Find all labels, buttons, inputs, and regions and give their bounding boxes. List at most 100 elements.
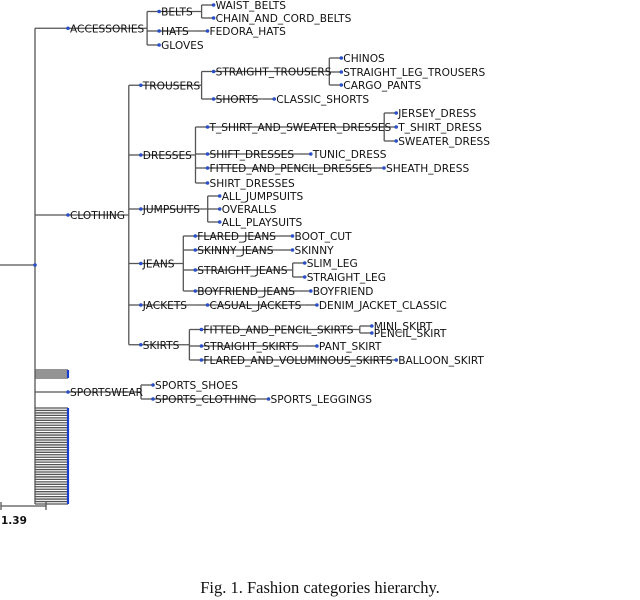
node-dot: [199, 327, 204, 332]
node-dot: [394, 125, 399, 129]
node-dot: [302, 275, 307, 279]
node-dot: [139, 342, 143, 347]
category-label: TUNIC_DRESS: [312, 149, 387, 161]
node-dot: [193, 248, 198, 252]
node-dot: [151, 383, 155, 387]
node-dot: [211, 16, 216, 20]
node-dot: [217, 220, 222, 224]
node-dot: [315, 303, 319, 307]
node-dot: [139, 303, 143, 307]
node-dot: [394, 111, 399, 115]
node-dot: [217, 207, 222, 211]
category-label: CHAIN_AND_CORD_BELTS: [216, 13, 352, 25]
node-dot: [193, 289, 198, 293]
node-dot: [290, 248, 295, 252]
node-dot: [370, 324, 374, 328]
category-label: SHORTS: [216, 94, 259, 106]
category-label: WAIST_BELTS: [216, 0, 287, 12]
node-dot: [205, 181, 210, 185]
node-dot: [33, 263, 37, 267]
node-dot: [211, 69, 216, 74]
category-label: CLASSIC_SHORTS: [276, 94, 369, 106]
category-label: BOYFRIEND: [313, 286, 374, 298]
node-dot: [199, 358, 204, 362]
category-label: T_SHIRT_AND_SWEATER_DRESSES: [209, 122, 392, 134]
category-label: JUMPSUITS: [142, 204, 200, 216]
category-label: ACCESSORIES: [70, 23, 145, 35]
node-dot: [157, 43, 161, 47]
node-dot: [272, 97, 277, 101]
node-dot: [66, 213, 70, 217]
category-label: JEANS: [142, 259, 175, 271]
node-dot: [394, 358, 399, 362]
node-dot: [266, 397, 271, 401]
category-label: SHEATH_DRESS: [386, 163, 469, 175]
node-dot: [151, 397, 155, 401]
node-dot: [309, 289, 313, 293]
node-dot: [339, 56, 344, 60]
figure-caption: Fig. 1. Fashion categories hierarchy.: [200, 578, 440, 597]
node-dot: [199, 344, 204, 348]
hierarchy-tree-diagram: WAIST_BELTSCHAIN_AND_CORD_BELTSBELTSFEDO…: [0, 0, 490, 527]
category-label: FITTED_AND_PENCIL_DRESSES: [210, 163, 373, 175]
category-label: JERSEY_DRESS: [397, 108, 476, 120]
category-label: TROUSERS: [142, 80, 201, 92]
node-dot: [193, 234, 198, 238]
node-dot: [205, 166, 210, 170]
category-label: SPORTS_CLOTHING: [155, 394, 257, 406]
node-dot: [205, 125, 210, 129]
node-dot: [394, 139, 399, 143]
category-label: ALL_PLAYSUITS: [222, 217, 303, 229]
tree-edges: [0, 4, 397, 505]
node-dot: [139, 207, 143, 211]
category-label: SWEATER_DRESS: [398, 136, 490, 148]
category-label: FLARED_JEANS: [197, 231, 276, 243]
category-label: FITTED_AND_PENCIL_SKIRTS: [203, 325, 353, 337]
category-label: STRAIGHT_LEG: [307, 272, 386, 284]
node-dot: [205, 303, 210, 307]
node-dot: [302, 261, 307, 265]
category-label: CHINOS: [343, 53, 385, 65]
node-dot: [315, 344, 319, 348]
category-label: SKIRTS: [143, 340, 180, 352]
node-dot: [290, 234, 295, 238]
node-dot: [139, 83, 143, 88]
category-label: BELTS: [161, 7, 193, 19]
node-dot: [309, 152, 313, 156]
category-label: BALLOON_SKIRT: [398, 355, 484, 367]
category-label: BOYFRIEND_JEANS: [197, 286, 295, 298]
category-label: STRAIGHT_JEANS: [197, 265, 287, 277]
category-label: HATS: [161, 26, 189, 38]
category-label: STRAIGHT_TROUSERS: [216, 67, 332, 79]
category-label: CLOTHING: [70, 210, 125, 222]
category-label: SPORTS_LEGGINGS: [271, 394, 373, 406]
category-label: CARGO_PANTS: [343, 80, 421, 92]
category-label: SPORTSWEAR: [70, 387, 144, 399]
category-label: BOOT_CUT: [295, 231, 353, 243]
node-dot: [339, 70, 344, 74]
category-label: SKINNY_JEANS: [197, 245, 273, 257]
category-label: T_SHIRT_DRESS: [397, 122, 482, 134]
scale-bar: 1.39: [0, 502, 47, 527]
category-label: STRAIGHT_SKIRTS: [203, 341, 298, 353]
category-label: PANT_SKIRT: [319, 341, 382, 353]
category-label: OVERALLS: [222, 204, 277, 216]
category-label: MINI_SKIRT: [374, 321, 433, 333]
category-label: ALL_JUMPSUITS: [222, 191, 304, 203]
node-dot: [217, 194, 222, 198]
node-dot: [157, 29, 161, 33]
node-dot: [370, 331, 374, 335]
category-label: SKINNY: [295, 245, 335, 257]
category-label: DRESSES: [143, 150, 192, 162]
node-dot: [211, 97, 216, 101]
node-dot: [205, 29, 210, 33]
node-dot: [382, 166, 386, 170]
category-label: SLIM_LEG: [307, 258, 358, 270]
node-dot: [66, 26, 70, 31]
node-dot: [157, 9, 161, 14]
category-label: CASUAL_JACKETS: [210, 300, 302, 312]
node-dot: [66, 390, 70, 394]
node-dot: [211, 3, 216, 7]
node-dot: [339, 83, 344, 87]
node-dot: [139, 261, 143, 266]
